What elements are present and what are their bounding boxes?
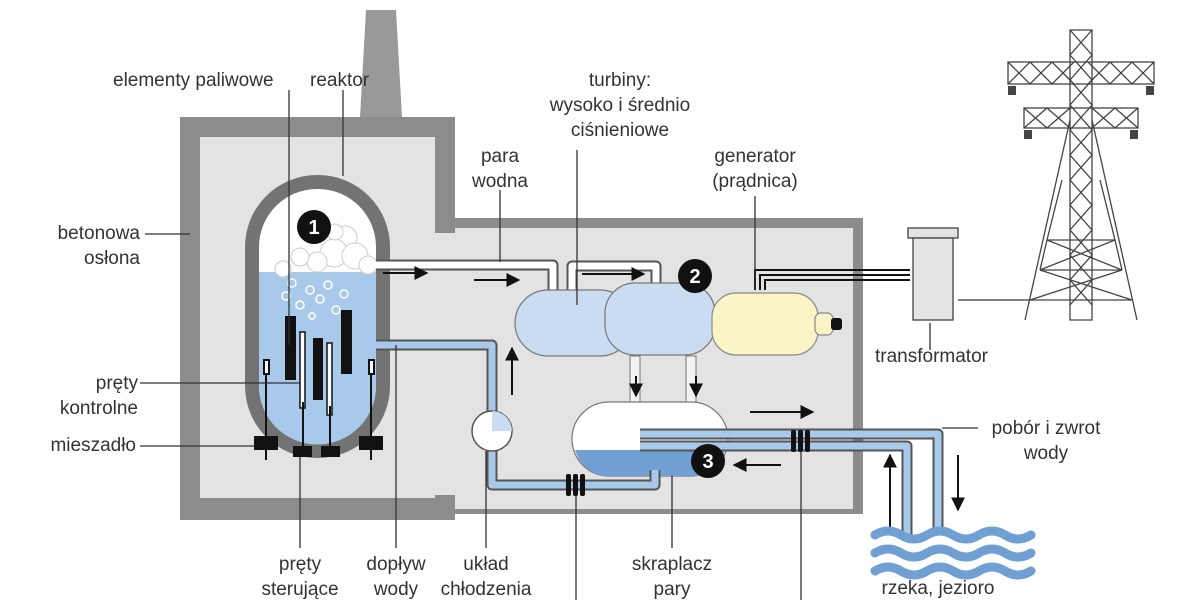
river-waves bbox=[870, 526, 1036, 580]
label-river-lake: rzeka, jezioro bbox=[881, 578, 995, 599]
label-turbines-line2: wysoko i średnio bbox=[549, 95, 691, 116]
transformer bbox=[907, 227, 1030, 321]
label-concrete-line2: osłona bbox=[84, 248, 140, 269]
label-steering-rods-line2: sterujące bbox=[261, 579, 339, 600]
generator bbox=[711, 292, 842, 356]
marker-2: 2 bbox=[678, 259, 712, 293]
label-control-rods-line1: pręty bbox=[95, 373, 138, 394]
label-steam-line1: para bbox=[480, 146, 520, 167]
label-cooling-system: układ chłodzenia bbox=[430, 552, 542, 600]
label-turbines-line1: turbiny: bbox=[588, 70, 652, 91]
main-pump bbox=[471, 410, 513, 452]
label-water-inflow: dopływ wody bbox=[350, 552, 442, 600]
label-concrete-shield: betonowa osłona bbox=[20, 221, 140, 271]
label-water-intake: pobór i zwrot wody bbox=[976, 416, 1116, 466]
label-reactor: reaktor bbox=[310, 70, 370, 91]
cooling-pump bbox=[791, 430, 810, 452]
label-control-rods-line2: kontrolne bbox=[59, 398, 138, 419]
label-steam-line2: wodna bbox=[472, 171, 528, 192]
label-turbines-line3: ciśnieniowe bbox=[570, 120, 670, 141]
label-concrete-line1: betonowa bbox=[57, 223, 140, 244]
label-fuel-elements: elementy paliwowe bbox=[113, 70, 274, 91]
label-control-rods: pręty kontrolne bbox=[20, 371, 138, 421]
tower-insulators bbox=[1008, 86, 1154, 139]
feedwater-pipe bbox=[376, 339, 661, 491]
cooling-water-pipe bbox=[640, 428, 944, 535]
svg-text:2: 2 bbox=[689, 266, 700, 288]
label-generator-line1: generator bbox=[714, 146, 796, 167]
label-condenser-line2: pary bbox=[653, 579, 691, 600]
svg-text:3: 3 bbox=[702, 451, 713, 473]
leader-lines bbox=[140, 90, 978, 600]
chimney bbox=[360, 10, 402, 117]
transmission-tower bbox=[1007, 29, 1155, 321]
label-water-inflow-line2: wody bbox=[373, 579, 419, 600]
flow-arrows bbox=[383, 266, 965, 532]
label-water-intake-line1: pobór i zwrot bbox=[991, 418, 1101, 439]
stirrers bbox=[254, 359, 383, 460]
label-generator: generator (prądnica) bbox=[690, 144, 820, 194]
label-cooling-line2: chłodzenia bbox=[440, 579, 532, 600]
label-turbines: turbiny: wysoko i średnio ciśnieniowe bbox=[520, 68, 720, 143]
label-condenser: skraplacz pary bbox=[620, 552, 724, 600]
label-water-intake-line2: wody bbox=[1023, 443, 1069, 464]
marker-1: 1 bbox=[297, 210, 331, 244]
label-stirrer: mieszadło bbox=[50, 435, 136, 456]
label-generator-line2: (prądnica) bbox=[712, 171, 798, 192]
marker-3: 3 bbox=[691, 444, 725, 478]
label-transformer: transformator bbox=[875, 346, 988, 367]
label-condenser-line1: skraplacz bbox=[631, 554, 713, 575]
steam-bubbles bbox=[281, 278, 349, 320]
turbines bbox=[514, 282, 716, 357]
label-water-inflow-line1: dopływ bbox=[366, 554, 426, 575]
label-steering-rods-line1: pręty bbox=[278, 554, 322, 575]
label-steam: para wodna bbox=[460, 144, 540, 194]
svg-text:1: 1 bbox=[308, 217, 319, 239]
label-steering-rods: pręty sterujące bbox=[250, 552, 350, 600]
rod-drives bbox=[293, 402, 340, 457]
label-cooling-line1: układ bbox=[463, 554, 509, 575]
fuel-rods bbox=[285, 310, 352, 400]
feed-pump bbox=[566, 474, 585, 496]
